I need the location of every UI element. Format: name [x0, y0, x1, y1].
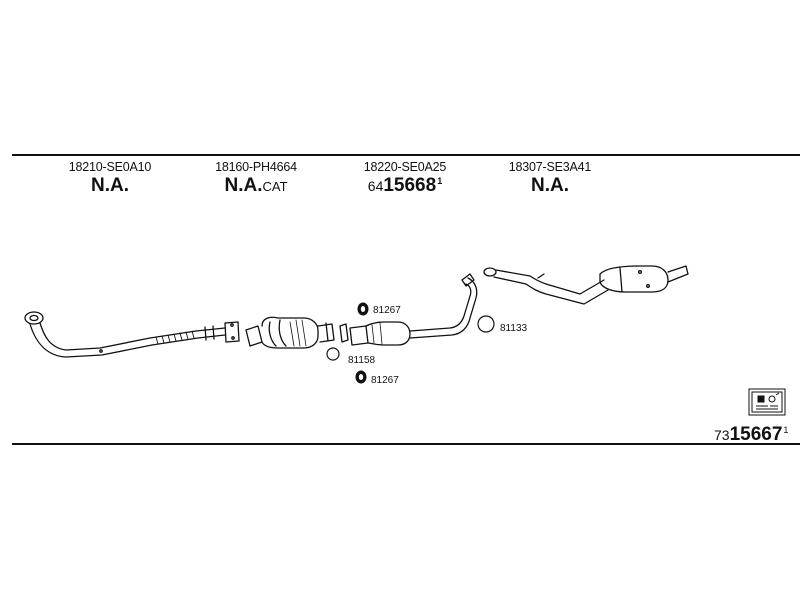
availability-note: N.A. — [91, 175, 129, 196]
availability-note: N.A.CAT — [224, 175, 288, 196]
part-number: 18210-SE0A10 — [68, 160, 152, 174]
part-code: 81267 — [371, 375, 399, 386]
middle-pipe — [339, 273, 478, 346]
top-divider — [12, 154, 800, 156]
part-code: 81267 — [373, 305, 401, 316]
manual-book-icon — [748, 388, 786, 416]
part-number: 18307-SE3A41 — [508, 160, 592, 174]
part-code: 81133 — [500, 323, 528, 334]
part-label-front-pipe: 18210-SE0A10 N.A. — [60, 160, 160, 197]
part-code: 81158 — [348, 355, 376, 366]
part-label-catalytic-converter: 18160-PH4664 N.A.CAT — [206, 160, 306, 197]
part-label-rear-muffler: 18307-SE3A41 N.A. — [500, 160, 600, 197]
catalytic-converter — [245, 316, 335, 349]
part-number: 18220-SE0A25 — [363, 160, 447, 174]
callout-gasket-81267-upper: 81267 — [357, 302, 401, 316]
bottom-divider — [12, 443, 800, 445]
part-number: 18160-PH4664 — [215, 160, 297, 174]
footer-reference-number: 73156671 — [714, 424, 789, 445]
front-pipe — [24, 311, 240, 358]
callout-ring-81158: 81158 — [326, 347, 376, 366]
availability-note: N.A. — [531, 175, 569, 196]
rear-muffler-assembly — [483, 265, 689, 305]
part-label-middle-pipe: 18220-SE0A25 64156681 — [350, 160, 460, 197]
callout-ring-81133: 81133 — [477, 315, 528, 334]
callout-gasket-81267-lower: 81267 — [355, 370, 399, 386]
reference-number: 64156681 — [367, 175, 443, 196]
